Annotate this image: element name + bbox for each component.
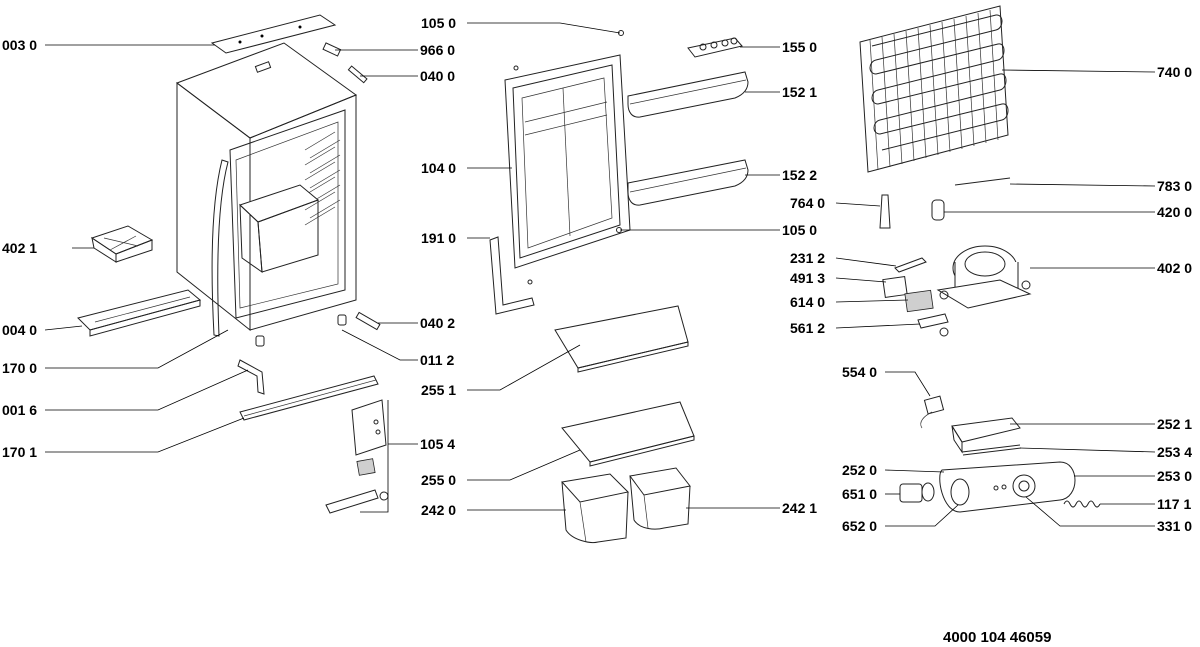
label-105-0-door: 105 0 <box>782 222 817 238</box>
label-614-0: 614 0 <box>790 294 825 310</box>
label-003-0: 003 0 <box>2 37 37 53</box>
document-number: 4000 104 46059 <box>943 629 1051 646</box>
label-104-0: 104 0 <box>421 160 456 176</box>
label-001-6: 001 6 <box>2 402 37 418</box>
label-040-0: 040 0 <box>420 68 455 84</box>
label-170-0: 170 0 <box>2 360 37 376</box>
label-402-1: 402 1 <box>2 240 37 256</box>
door-drawing <box>489 30 749 315</box>
label-105-4: 105 4 <box>420 436 455 452</box>
label-004-0: 004 0 <box>2 322 37 338</box>
label-255-1: 255 1 <box>421 382 456 398</box>
label-331-0: 331 0 <box>1157 518 1192 534</box>
leader-lines <box>44 22 1156 527</box>
label-554-0: 554 0 <box>842 364 877 380</box>
label-242-1: 242 1 <box>782 500 817 516</box>
label-253-4: 253 4 <box>1157 444 1192 460</box>
label-252-1: 252 1 <box>1157 416 1192 432</box>
label-155-0: 155 0 <box>782 39 817 55</box>
label-764-0: 764 0 <box>790 195 825 211</box>
label-117-1: 117 1 <box>1157 496 1191 512</box>
label-966-0: 966 0 <box>420 42 455 58</box>
label-170-1: 170 1 <box>2 444 37 460</box>
label-152-1: 152 1 <box>782 84 817 100</box>
label-242-0: 242 0 <box>421 502 456 518</box>
label-783-0: 783 0 <box>1157 178 1192 194</box>
label-152-2: 152 2 <box>782 167 817 183</box>
label-231-2: 231 2 <box>790 250 825 266</box>
cabinet-drawing <box>77 14 389 514</box>
label-040-2: 040 2 <box>420 315 455 331</box>
label-253-0: 253 0 <box>1157 468 1192 484</box>
label-561-2: 561 2 <box>790 320 825 336</box>
label-651-0: 651 0 <box>842 486 877 502</box>
label-252-0: 252 0 <box>842 462 877 478</box>
label-105-0-top: 105 0 <box>421 15 456 31</box>
label-491-3: 491 3 <box>790 270 825 286</box>
label-402-0: 402 0 <box>1157 260 1192 276</box>
label-740-0: 740 0 <box>1157 64 1192 80</box>
label-011-2: 011 2 <box>420 352 454 368</box>
condenser-drawing <box>859 5 1032 337</box>
shelves-drawing <box>554 305 695 543</box>
label-420-0: 420 0 <box>1157 204 1192 220</box>
label-255-0: 255 0 <box>421 472 456 488</box>
label-191-0: 191 0 <box>421 230 456 246</box>
label-652-0: 652 0 <box>842 518 877 534</box>
control-assembly-drawing <box>899 395 1101 513</box>
part-labels: 003 0 402 1 004 0 170 0 001 6 170 1 966 … <box>2 15 1192 534</box>
